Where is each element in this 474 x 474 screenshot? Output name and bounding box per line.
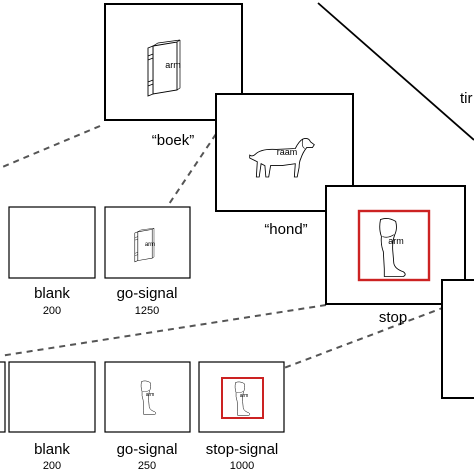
overlay-word-3: arm	[388, 236, 404, 246]
small-stop-signal-border	[221, 377, 264, 419]
stop-trial-prev-frame	[0, 361, 6, 433]
stop-signal-border	[357, 209, 431, 282]
main-frame-next	[441, 279, 474, 399]
dashed-connector-go-left	[0, 125, 101, 169]
stop-blank-duration: 200	[43, 460, 61, 472]
stop-trial-go-signal-frame: arm	[104, 361, 191, 433]
dashed-connector-go-right	[164, 133, 217, 211]
stop-go-signal-label: go-signal	[117, 441, 178, 458]
trial-2-label: “hond”	[264, 221, 307, 238]
time-arrow-line	[317, 2, 474, 141]
trial-1-label: “boek”	[152, 132, 195, 149]
overlay-word-2: raam	[277, 147, 298, 157]
stop-go-signal-duration: 250	[138, 460, 156, 472]
go-trial-blank-frame	[8, 206, 96, 279]
stop-signal-duration: 1000	[230, 460, 254, 472]
stop-trial-blank-frame	[8, 361, 96, 433]
stop-signal-label: stop-signal	[206, 441, 279, 458]
go-signal-duration: 1250	[135, 305, 159, 317]
trial-3-label: stop	[379, 309, 407, 326]
dashed-connector-stop-right	[283, 306, 446, 369]
go-overlay-word: arm	[145, 242, 155, 248]
go-signal-label: go-signal	[117, 285, 178, 302]
go-blank-label: blank	[34, 285, 70, 302]
go-trial-go-signal-frame: arm	[104, 206, 191, 279]
stop-overlay-word: arm	[240, 393, 249, 399]
stop-blank-label: blank	[34, 441, 70, 458]
stop-trial-stop-signal-frame: arm	[198, 361, 285, 433]
time-label: tir	[460, 90, 473, 107]
stop-go-overlay-word: arm	[146, 392, 155, 398]
go-blank-duration: 200	[43, 305, 61, 317]
overlay-word-1: arm	[165, 60, 181, 70]
